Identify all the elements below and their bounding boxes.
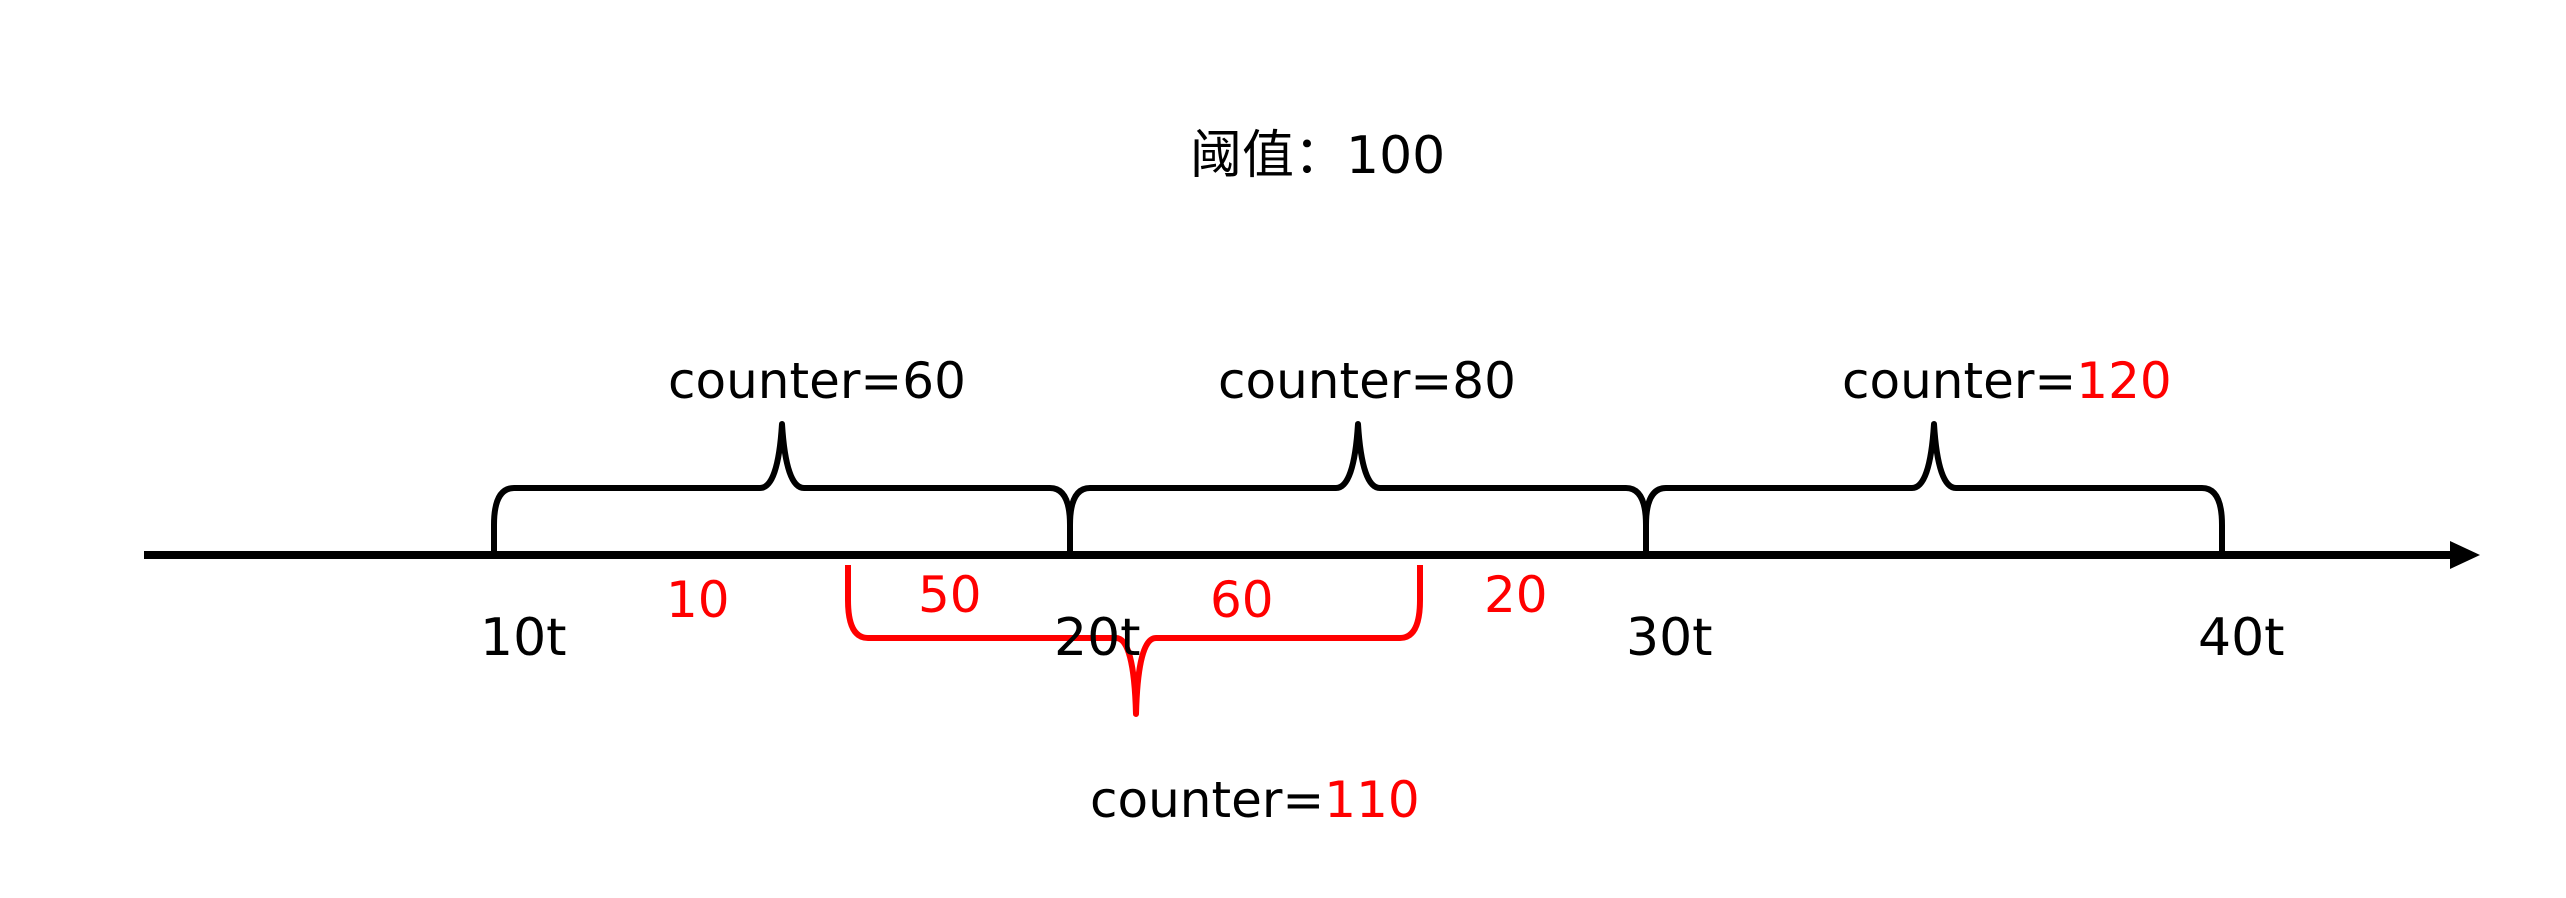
sliding-window-brace bbox=[845, 565, 1423, 717]
timeline-arrowhead bbox=[2450, 541, 2480, 569]
window-counter-2: counter=80 bbox=[1218, 356, 1516, 406]
counter-prefix: counter= bbox=[1842, 352, 2077, 410]
counter-value: 60 bbox=[902, 352, 966, 410]
tick-label-10t: 10t bbox=[480, 608, 567, 668]
tick-label-20t: 20t bbox=[1054, 608, 1141, 668]
window-counter-1: counter=60 bbox=[668, 356, 966, 406]
counter-value: 120 bbox=[2076, 352, 2172, 410]
window-counter-3: counter=120 bbox=[1842, 356, 2172, 406]
segment-count-2: 50 bbox=[918, 566, 982, 624]
window-brace-2 bbox=[1067, 421, 1649, 555]
counter-value: 110 bbox=[1324, 771, 1420, 829]
counter-prefix: counter= bbox=[668, 352, 903, 410]
counter-value: 80 bbox=[1452, 352, 1516, 410]
segment-count-1: 10 bbox=[666, 571, 730, 629]
counter-prefix: counter= bbox=[1218, 352, 1453, 410]
window-brace-3 bbox=[1643, 421, 2225, 555]
counter-prefix: counter= bbox=[1090, 771, 1325, 829]
threshold-title: 阈值：100 bbox=[1190, 126, 1446, 186]
tick-label-30t: 30t bbox=[1626, 608, 1713, 668]
sliding-window-counter: counter=110 bbox=[1090, 775, 1420, 825]
tick-label-40t: 40t bbox=[2198, 608, 2285, 668]
segment-count-3: 60 bbox=[1210, 571, 1274, 629]
segment-count-4: 20 bbox=[1484, 566, 1548, 624]
window-brace-1 bbox=[491, 421, 1073, 555]
